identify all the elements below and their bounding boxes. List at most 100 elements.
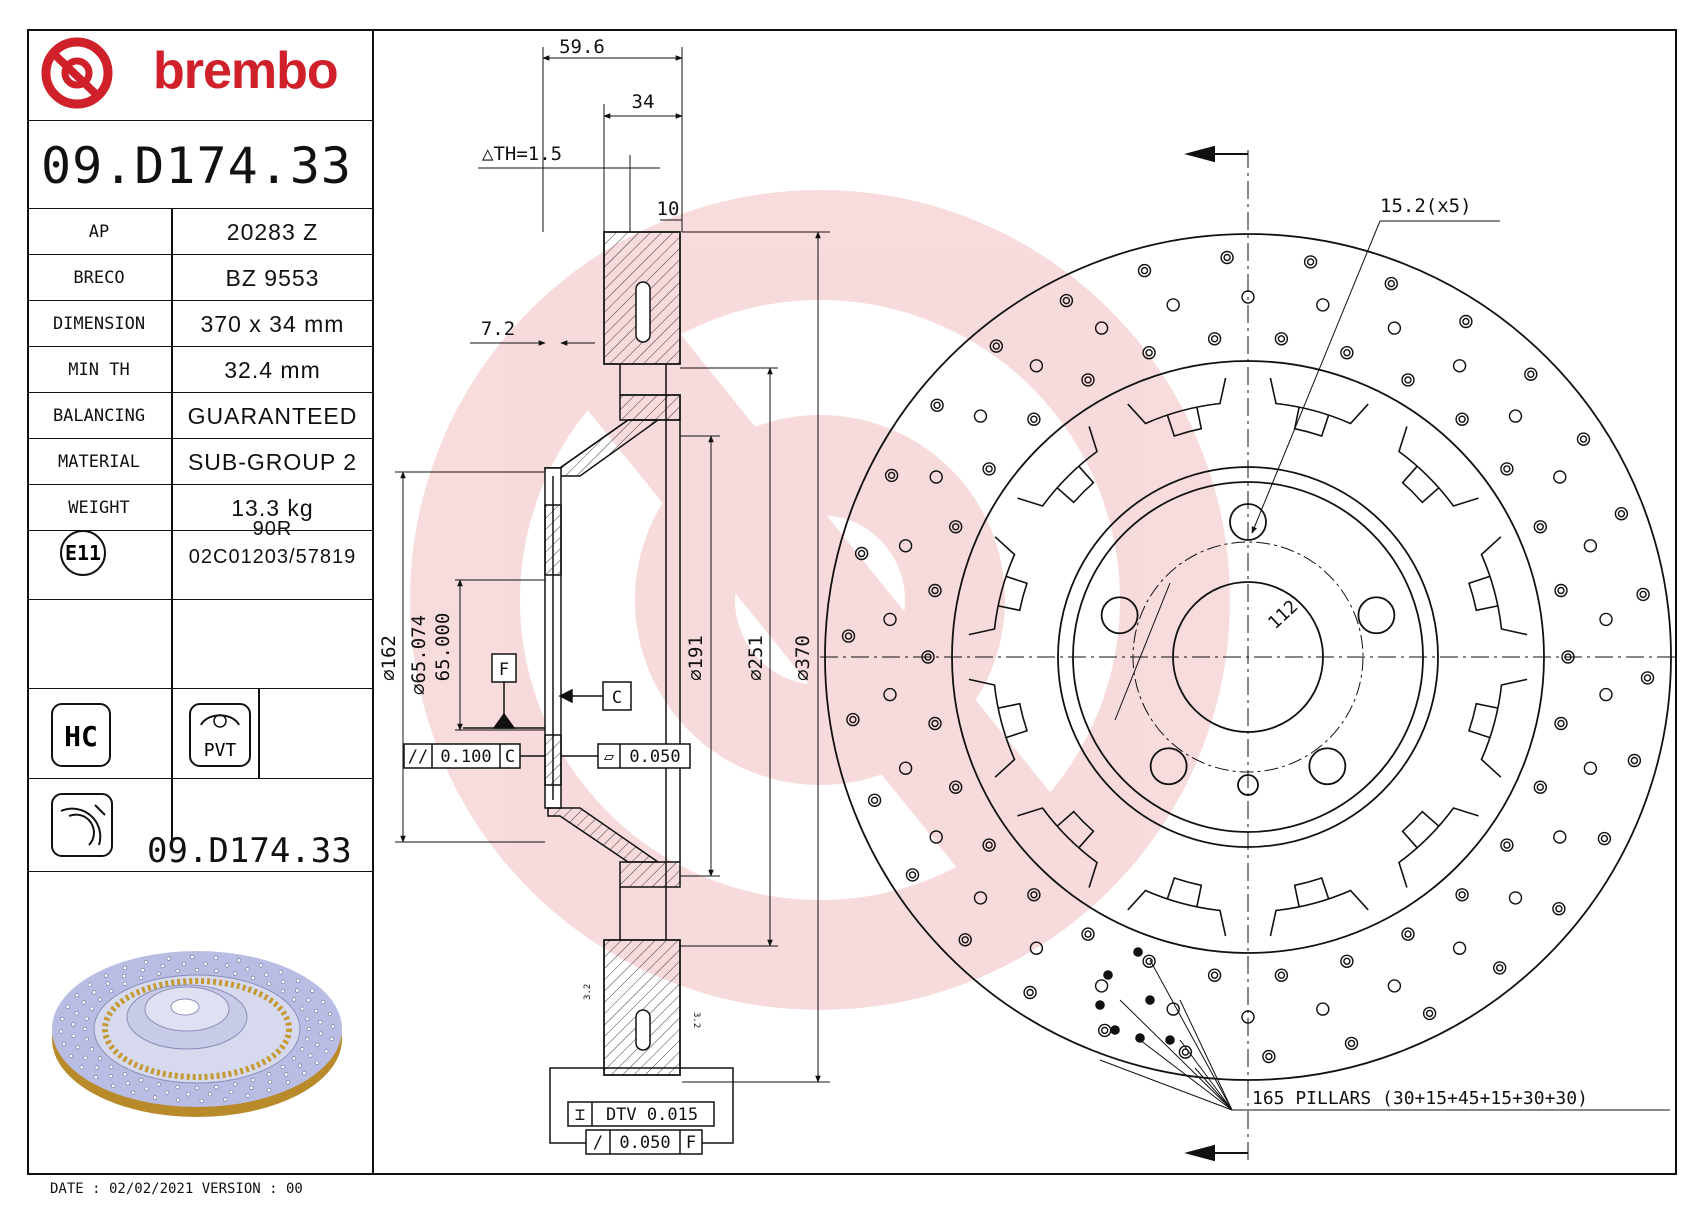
render-drill-hole-icon [194, 967, 200, 973]
drill-hole-icon [982, 462, 996, 476]
spec-row [27, 485, 374, 531]
drill-hole-center-icon [1557, 719, 1565, 728]
spec-label: AP [88, 222, 110, 242]
render-drill-hole-icon [324, 1049, 329, 1054]
drill-hole-center-icon [857, 549, 866, 558]
render-drill-hole-icon [291, 997, 297, 1002]
render-drill-hole-icon [190, 954, 195, 960]
footer-date-version: DATE : 02/02/2021 VERSION : 00 [50, 1181, 303, 1197]
dia-191: ⌀191 [685, 635, 707, 681]
svg-text:⌶: ⌶ [575, 1105, 585, 1125]
render-drill-hole-icon [79, 1065, 84, 1070]
render-drill-hole-icon [122, 981, 128, 986]
datum-f: F [499, 660, 509, 680]
drill-hole-icon [982, 838, 996, 852]
render-drill-hole-icon [109, 988, 114, 994]
drill-hole-icon [846, 712, 860, 727]
spec-column-divider [171, 209, 173, 849]
render-drill-hole-icon [214, 1085, 219, 1090]
render-drill-hole-icon [278, 970, 283, 975]
drill-hole-center-icon [1277, 971, 1286, 979]
drill-hole-center-icon [1503, 465, 1511, 473]
drill-hole-center-icon [1404, 930, 1412, 938]
drill-hole-icon [1524, 367, 1538, 381]
drill-hole-center-icon [1145, 957, 1153, 965]
drill-hole-center-icon [1536, 783, 1545, 791]
render-drill-hole-icon [291, 1056, 297, 1061]
render-drill-hole-icon [60, 1016, 65, 1022]
svg-text://: // [408, 747, 428, 767]
drill-hole-icon [1636, 587, 1650, 602]
drill-hole-center-icon [1277, 335, 1286, 343]
drill-hole-icon [1554, 716, 1568, 731]
drill-hole-center-icon [1503, 841, 1511, 849]
runout-ref: F [686, 1133, 696, 1153]
drill-hole-icon [1553, 830, 1567, 844]
render-drill-hole-icon [245, 967, 250, 972]
drill-hole-center-icon [887, 471, 896, 480]
drill-hole-icon [1614, 507, 1629, 521]
render-drill-hole-icon [296, 978, 301, 983]
drill-hole-center-icon [908, 871, 917, 879]
drill-hole-icon [949, 520, 963, 534]
pillar-marker-icon [1103, 970, 1113, 980]
drill-hole-icon [1029, 941, 1044, 955]
drill-hole-center-icon [1458, 891, 1466, 899]
pillar-marker-icon [1135, 1033, 1145, 1043]
drill-hole-center-icon [1084, 376, 1092, 384]
render-drill-hole-icon [61, 1041, 67, 1047]
tol-parallel: 0.100 [440, 747, 491, 767]
render-drill-hole-icon [249, 1085, 254, 1090]
drill-hole-icon [1081, 373, 1095, 387]
drill-hole-icon [898, 539, 913, 553]
render-drill-hole-icon [74, 1011, 79, 1016]
drill-hole-icon [1387, 321, 1402, 335]
drill-hole-center-icon [1425, 1009, 1434, 1018]
render-drill-hole-icon [94, 1065, 99, 1070]
render-drill-hole-icon [176, 1098, 181, 1103]
drill-hole-center-icon [952, 783, 960, 791]
drill-hole-center-icon [1343, 957, 1351, 965]
render-drill-hole-icon [199, 1098, 204, 1104]
render-drill-hole-icon [250, 1078, 256, 1083]
disc-render-image [52, 951, 342, 1117]
spec-row [27, 209, 374, 255]
drill-hole-icon [1029, 359, 1044, 373]
homologation-line2: 02C01203/57819 [188, 545, 357, 568]
drill-hole-icon [1500, 838, 1514, 852]
hat-tooth-icon [1398, 426, 1479, 507]
drill-hole-center-icon [1343, 349, 1351, 357]
hat-tooth-icon [1017, 426, 1098, 507]
drill-hole-center-icon [1306, 258, 1315, 266]
render-drill-hole-icon [84, 1016, 89, 1021]
drawing-frame [27, 29, 1677, 1175]
drill-hole-icon [1597, 831, 1612, 846]
render-drill-hole-icon [175, 1085, 180, 1090]
hat-slot-icon [1056, 465, 1095, 504]
drill-hole-center-icon [992, 342, 1000, 350]
svg-text:▱: ▱ [604, 747, 615, 767]
drill-hole-icon [1500, 462, 1514, 476]
spec-label: BALANCING [52, 406, 146, 426]
tol-parallel-ref: C [505, 747, 515, 767]
render-drill-hole-icon [164, 1090, 170, 1095]
drill-hole-icon [1552, 902, 1566, 916]
drill-hole-icon [1220, 250, 1234, 265]
homologation-line1: 90R [252, 517, 293, 540]
spec-label: MIN TH [68, 360, 130, 380]
drill-hole-center-icon [1557, 586, 1565, 595]
drill-hole-icon [1508, 409, 1523, 423]
drill-hole-icon [884, 468, 899, 483]
drill-hole-center-icon [931, 586, 939, 595]
drill-hole-icon [1455, 888, 1469, 902]
drill-hole-icon [1459, 314, 1473, 329]
drill-hole-icon [1627, 753, 1642, 768]
drill-hole-icon [1166, 298, 1180, 312]
drill-hole-icon [1533, 520, 1548, 534]
render-drill-hole-icon [122, 965, 127, 971]
drill-hole-center-icon [1084, 930, 1092, 938]
drill-hole-icon [958, 933, 972, 947]
drill-hole-center-icon [1265, 1052, 1273, 1061]
render-drill-hole-icon [207, 1092, 213, 1097]
